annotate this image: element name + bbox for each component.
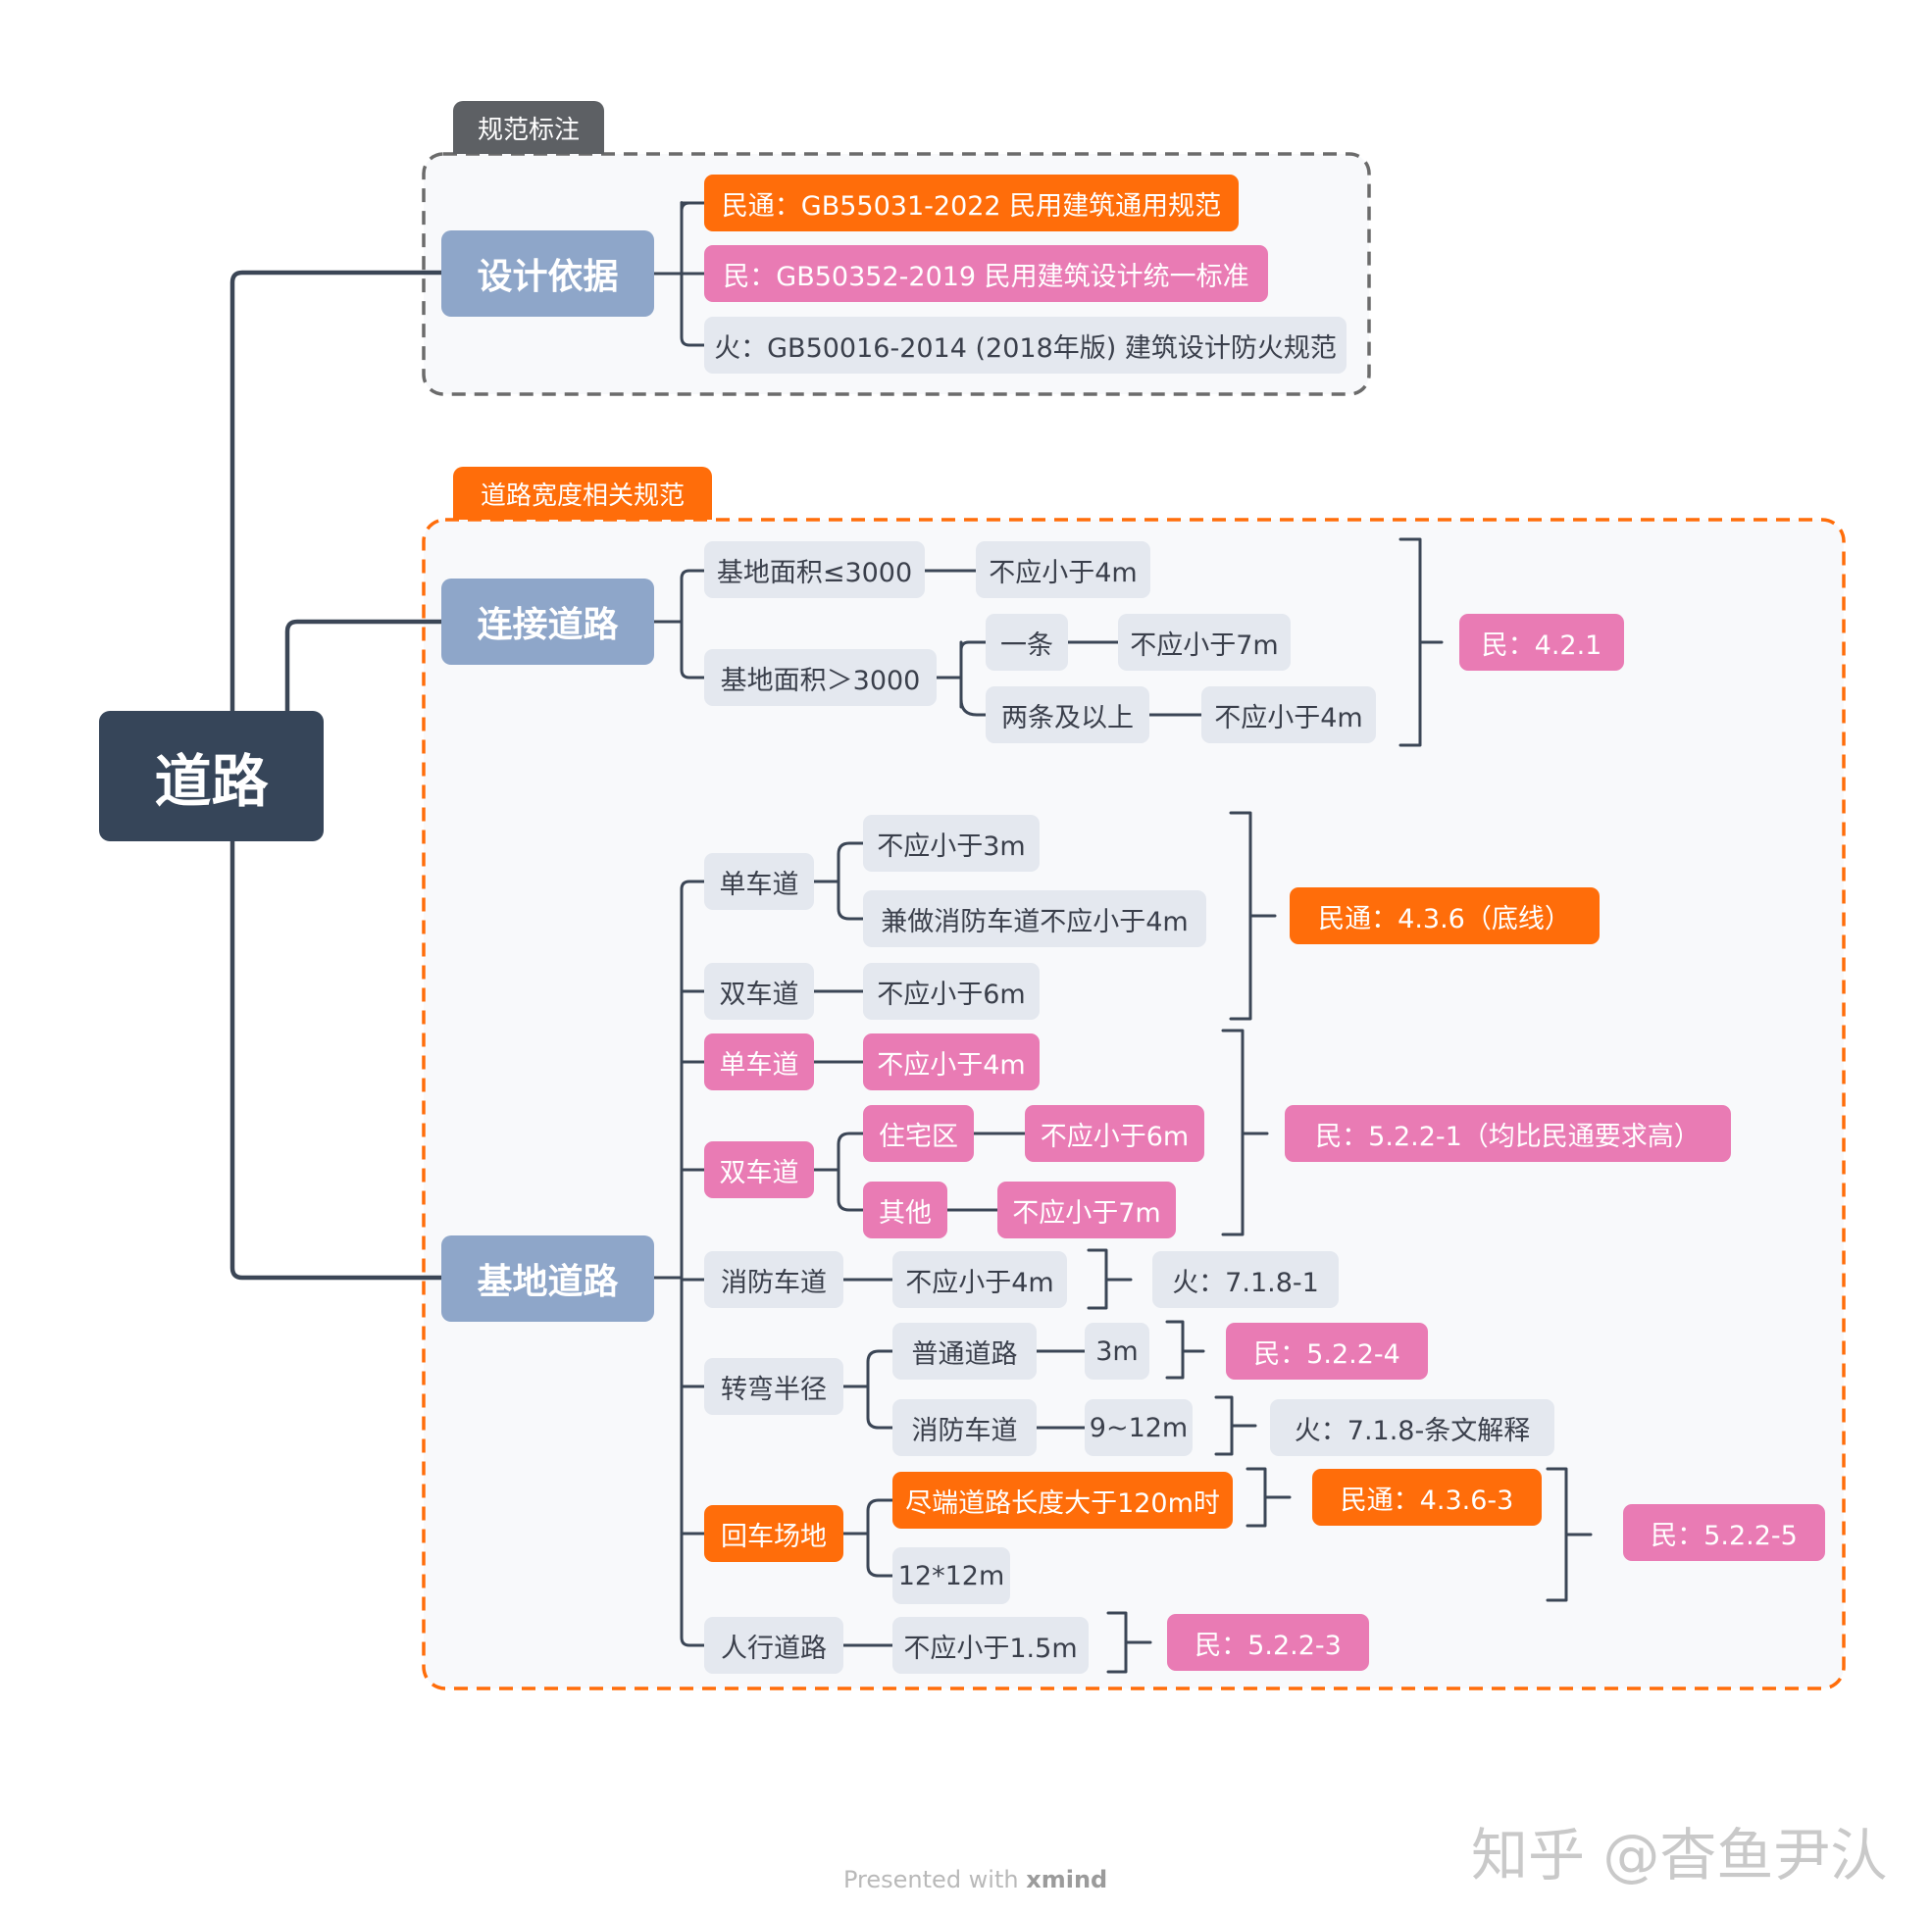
site-ref-civil-general[interactable]: 民通：4.3.6（底线） [1290,887,1600,944]
site-walkway-req[interactable]: 不应小于1.5m [892,1617,1089,1674]
connect-one-road-req[interactable]: 不应小于7m [1118,614,1291,671]
site-ref-civil-design[interactable]: 民：5.2.2-1（均比民通要求高） [1285,1105,1731,1162]
site-normal-road-value[interactable]: 3m [1085,1323,1149,1380]
site-turnaround-size[interactable]: 12*12m [892,1547,1010,1604]
site-dead-end-road[interactable]: 尽端道路长度大于120m时 [892,1472,1233,1529]
site-single-lane-req-3m[interactable]: 不应小于3m [863,815,1040,872]
site-single-lane-civil[interactable]: 单车道 [704,1033,814,1090]
site-other[interactable]: 其他 [863,1182,947,1238]
site-fire-lane-ref[interactable]: 火：7.1.8-1 [1152,1251,1339,1308]
footer-presented: Presented with xmind [843,1866,1107,1893]
ref-civil-design-standard[interactable]: 民：GB50352-2019 民用建筑设计统一标准 [704,245,1268,302]
site-turning-radius[interactable]: 转弯半径 [704,1358,843,1415]
site-single-lane-civil-req[interactable]: 不应小于4m [863,1033,1040,1090]
ref-fire-code[interactable]: 火：GB50016-2014 (2018年版) 建筑设计防火规范 [704,317,1347,374]
site-turnaround-ref[interactable]: 民：5.2.2-5 [1623,1504,1825,1561]
site-normal-road[interactable]: 普通道路 [892,1323,1037,1380]
footer-presented-text: Presented with [843,1866,1019,1893]
site-fire-road[interactable]: 消防车道 [892,1399,1037,1456]
site-single-lane-general[interactable]: 单车道 [704,853,814,910]
site-residential[interactable]: 住宅区 [863,1105,974,1162]
site-dead-end-ref[interactable]: 民通：4.3.6-3 [1312,1469,1542,1526]
connect-area-large[interactable]: 基地面积＞3000 [704,649,937,706]
section-tag-width: 道路宽度相关规范 [453,467,712,520]
connect-ref[interactable]: 民：4.2.1 [1459,614,1624,671]
connect-multi-road[interactable]: 两条及以上 [986,686,1149,743]
site-fire-road-ref[interactable]: 火：7.1.8-条文解释 [1270,1399,1554,1456]
site-walkway[interactable]: 人行道路 [704,1617,843,1674]
xmind-logo: xmind [1026,1866,1108,1893]
site-double-lane-general[interactable]: 双车道 [704,963,814,1020]
site-residential-req[interactable]: 不应小于6m [1025,1105,1204,1162]
site-turnaround[interactable]: 回车场地 [704,1505,843,1562]
site-double-lane-req-6m[interactable]: 不应小于6m [863,963,1040,1020]
connect-multi-road-req[interactable]: 不应小于4m [1201,686,1376,743]
connect-area-small-req[interactable]: 不应小于4m [976,541,1150,598]
site-double-lane-civil[interactable]: 双车道 [704,1141,814,1198]
site-normal-road-ref[interactable]: 民：5.2.2-4 [1226,1323,1428,1380]
site-fire-lane-req[interactable]: 不应小于4m [892,1251,1067,1308]
node-site-road[interactable]: 基地道路 [441,1235,654,1322]
node-connecting-road[interactable]: 连接道路 [441,579,654,665]
ref-civil-general[interactable]: 民通：GB55031-2022 民用建筑通用规范 [704,175,1239,231]
connect-one-road[interactable]: 一条 [986,614,1068,671]
site-walkway-ref[interactable]: 民：5.2.2-3 [1167,1614,1369,1671]
site-fire-road-value[interactable]: 9~12m [1085,1399,1193,1456]
site-other-req[interactable]: 不应小于7m [997,1182,1176,1238]
section-tag-basis: 规范标注 [453,101,604,154]
site-fire-lane[interactable]: 消防车道 [704,1251,843,1308]
node-design-basis[interactable]: 设计依据 [441,230,654,317]
watermark-zhihu: 知乎 @杳鱼尹汄 [1471,1822,1888,1889]
site-single-lane-req-fire[interactable]: 兼做消防车道不应小于4m [863,890,1206,947]
root-node[interactable]: 道路 [99,711,324,841]
connect-area-small[interactable]: 基地面积≤3000 [704,541,925,598]
